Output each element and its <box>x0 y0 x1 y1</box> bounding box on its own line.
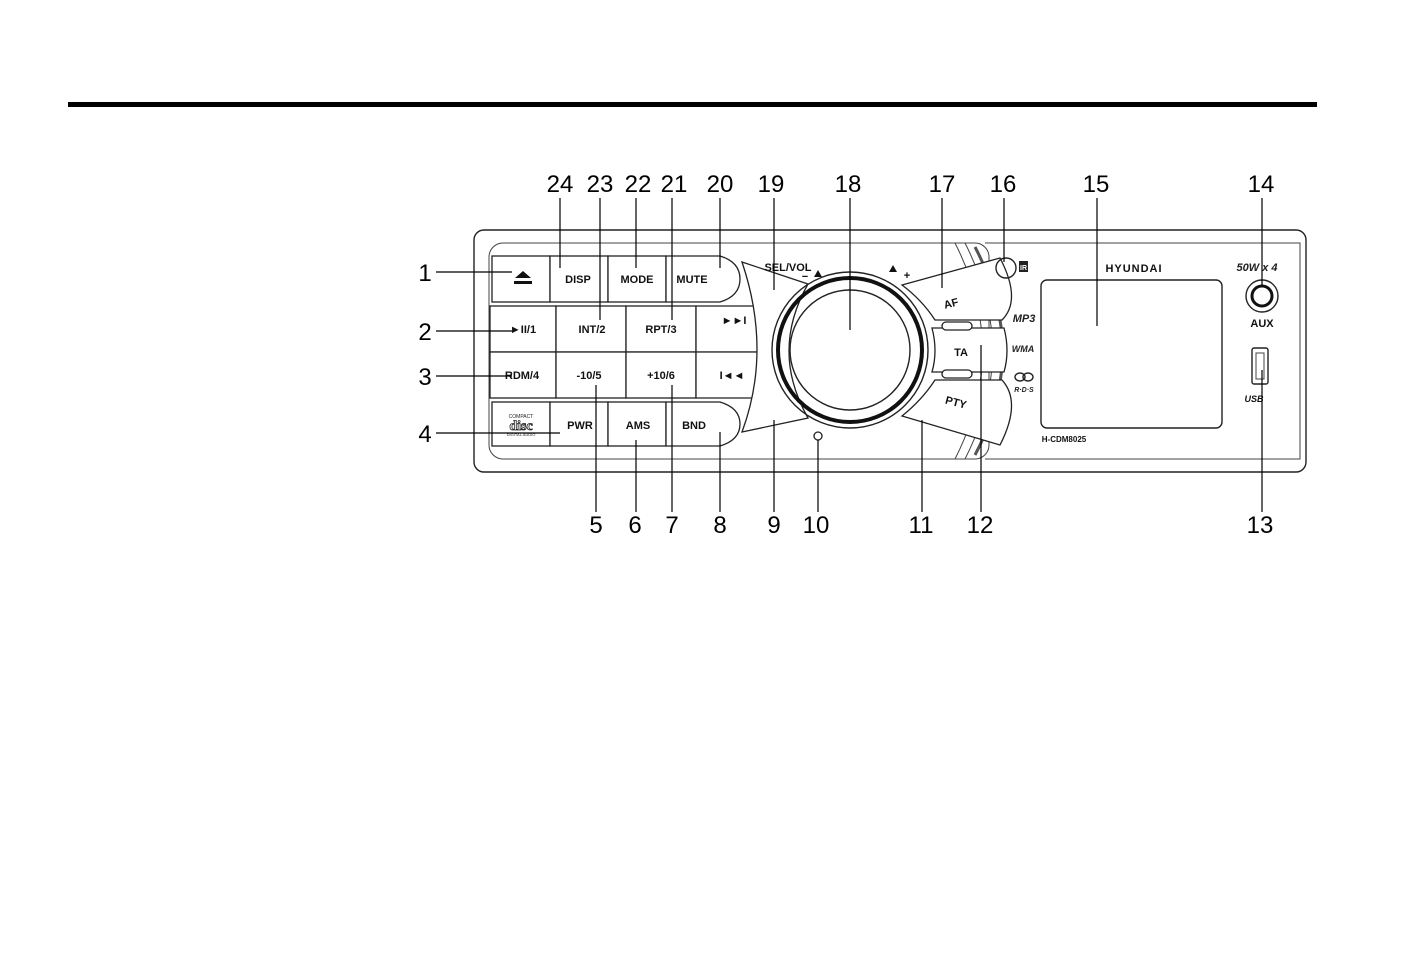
wma-label: WMA <box>1012 344 1035 354</box>
pwr-label: PWR <box>567 420 593 432</box>
callout-24: 24 <box>547 171 574 198</box>
usb-label: USB <box>1244 394 1264 404</box>
rds-label: R·D·S <box>1014 387 1034 394</box>
faceplate-inner-right <box>985 242 1301 460</box>
reset-hole[interactable] <box>813 431 823 441</box>
callout-3: 3 <box>418 364 431 391</box>
eject-icon <box>514 271 532 284</box>
pty-label: PTY <box>944 395 968 412</box>
callout-16: 16 <box>990 171 1017 198</box>
pwr-button[interactable] <box>549 401 609 447</box>
callout-12: 12 <box>967 512 994 539</box>
callout-7: 7 <box>665 512 678 539</box>
af-label: AF <box>943 296 961 311</box>
af-button[interactable] <box>900 257 1013 321</box>
model-label: H-CDM8025 <box>1042 435 1087 444</box>
plus10-button[interactable] <box>625 351 697 399</box>
callout-8: 8 <box>713 512 726 539</box>
callout-14: 14 <box>1248 171 1275 198</box>
vol-down-arrow-icon <box>814 270 822 277</box>
rdm-label: RDM/4 <box>505 370 540 382</box>
callout-22: 22 <box>625 171 652 198</box>
display-screen <box>1040 279 1223 429</box>
sel-vol-label: SEL/VOL <box>764 262 811 274</box>
ir-sensor-icon <box>995 257 1017 279</box>
ir-label: IR <box>1020 265 1027 272</box>
aux-label: AUX <box>1250 318 1274 330</box>
callout-4: 4 <box>418 421 431 448</box>
minus10-label: -10/5 <box>576 370 601 382</box>
callout-15: 15 <box>1083 171 1110 198</box>
callout-1: 1 <box>418 260 431 287</box>
svg-text:DIGITAL AUDIO: DIGITAL AUDIO <box>507 432 536 437</box>
brand-label: HYUNDAI <box>1105 263 1162 275</box>
callout-11: 11 <box>909 512 934 539</box>
rdm-button[interactable] <box>489 351 557 399</box>
mode-label: MODE <box>621 274 654 286</box>
faceplate-outer <box>473 229 1307 473</box>
callout-18: 18 <box>835 171 862 198</box>
mp3-label: MP3 <box>1013 313 1036 325</box>
ams-button[interactable] <box>607 401 667 447</box>
svg-text:COMPACT: COMPACT <box>509 414 534 420</box>
vol-up-arrow-icon <box>889 265 897 272</box>
minus10-button[interactable] <box>555 351 627 399</box>
power-rating-label: 50W x 4 <box>1237 262 1278 274</box>
header-rule <box>68 102 1317 107</box>
callout-17: 17 <box>929 171 956 198</box>
play-pause-label: ►II/1 <box>510 324 536 336</box>
callout-23: 23 <box>587 171 614 198</box>
callout-6: 6 <box>628 512 641 539</box>
rds-logo-icon <box>1014 372 1034 382</box>
callout-10: 10 <box>803 512 830 539</box>
callout-13: 13 <box>1247 512 1274 539</box>
callout-5: 5 <box>589 512 602 539</box>
compact-disc-logo-icon: COMPACT disc DIGITAL AUDIO <box>507 414 536 437</box>
prev-label: I◄◄ <box>720 370 745 382</box>
callout-numbers: 1 2 3 4 5 6 7 8 9 10 11 12 13 14 15 16 1… <box>418 171 1274 539</box>
aux-jack-icon[interactable] <box>1250 284 1274 308</box>
ir-badge <box>1019 261 1028 272</box>
callout-9: 9 <box>767 512 780 539</box>
callout-19: 19 <box>758 171 785 198</box>
next-label: ►►I <box>722 315 747 327</box>
pty-button[interactable] <box>900 379 1013 446</box>
int-label: INT/2 <box>579 324 606 336</box>
plus-label: + <box>904 270 910 282</box>
callout-21: 21 <box>661 171 688 198</box>
ams-label: AMS <box>626 420 650 432</box>
pty-indicator <box>941 369 973 379</box>
usb-port-icon[interactable] <box>1251 347 1269 385</box>
mode-button[interactable] <box>607 255 667 303</box>
bnd-button[interactable] <box>665 401 741 447</box>
usb-port-slot <box>1255 352 1265 380</box>
callout-2: 2 <box>418 319 431 346</box>
eject-button[interactable] <box>491 255 551 303</box>
ta-button[interactable] <box>931 327 1008 373</box>
minus-label: − <box>802 271 808 283</box>
rpt-label: RPT/3 <box>645 324 676 336</box>
bnd-label: BND <box>682 420 706 432</box>
disp-label: DISP <box>565 274 591 286</box>
svg-text:disc: disc <box>509 419 532 434</box>
af-indicator <box>941 321 973 331</box>
ta-label: TA <box>954 347 968 359</box>
plus10-label: +10/6 <box>647 370 675 382</box>
mute-button[interactable] <box>665 255 741 303</box>
leader-lines <box>436 198 1263 512</box>
callout-20: 20 <box>707 171 734 198</box>
mute-label: MUTE <box>676 274 707 286</box>
